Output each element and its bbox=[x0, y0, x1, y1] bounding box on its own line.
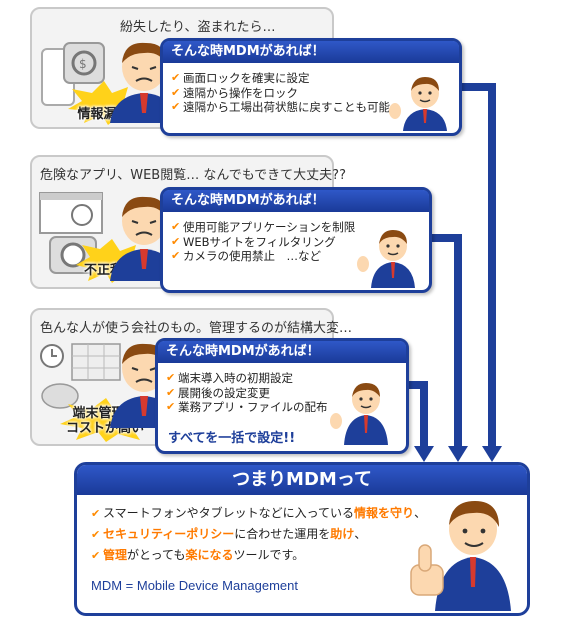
check-icon: ✔ bbox=[91, 507, 101, 520]
check-icon: ✔ bbox=[91, 528, 101, 541]
summary-panel: つまりMDMって ✔スマートフォンやタブレットなどに入っている情報を守り、 ✔セ… bbox=[74, 462, 530, 616]
check-icon: ✔ bbox=[171, 249, 181, 262]
check-icon: ✔ bbox=[171, 85, 181, 99]
time-cost-icon bbox=[40, 343, 121, 409]
summary-heading: つまりMDMって bbox=[77, 465, 527, 495]
svg-text:$: $ bbox=[79, 57, 87, 71]
solution-heading: そんな時MDMがあれば！ bbox=[163, 190, 429, 212]
problem-title: 危険なアプリ、WEB閲覧… なんでもできて大丈夫?? bbox=[40, 168, 346, 183]
list-item: ✔セキュリティーポリシーに合わせた運用を助け、 bbox=[91, 524, 426, 545]
problem-title: 色んな人が使う会社のもの。管理するのが結構大変… bbox=[40, 321, 353, 336]
list-item: ✔展開後の設定変更 bbox=[166, 385, 270, 400]
list-item: ✔業務アプリ・ファイルの配布 bbox=[166, 400, 328, 414]
list-item: ✔カメラの使用禁止 …など bbox=[171, 249, 321, 263]
check-icon: ✔ bbox=[91, 549, 101, 562]
list-item: ✔遠隔から操作をロック bbox=[171, 85, 298, 100]
summary-list: ✔スマートフォンやタブレットなどに入っている情報を守り、 ✔セキュリティーポリシ… bbox=[91, 503, 426, 566]
list-item: ✔使用可能アプリケーションを制限 bbox=[171, 220, 356, 234]
solution-heading: そんな時MDMがあれば！ bbox=[158, 341, 406, 363]
list-item: ✔WEBサイトをフィルタリング bbox=[171, 234, 336, 249]
solution-panel-2: そんな時MDMがあれば！ ✔使用可能アプリケーションを制限 ✔WEBサイトをフィ… bbox=[160, 187, 432, 293]
phone-lock-icon: $ bbox=[41, 42, 105, 106]
solution-list: ✔端末導入時の初期設定 ✔展開後の設定変更 ✔業務アプリ・ファイルの配布 bbox=[166, 371, 328, 415]
businessman-icon bbox=[357, 230, 415, 288]
list-item: ✔遠隔から工場出荷状態に戻すことも可能 bbox=[171, 100, 390, 114]
mdm-definition: MDM = Mobile Device Management bbox=[91, 578, 298, 593]
list-item: ✔端末導入時の初期設定 bbox=[166, 371, 293, 385]
solution-heading: そんな時MDMがあれば！ bbox=[163, 41, 459, 63]
check-icon: ✔ bbox=[171, 100, 181, 113]
solution-list: ✔使用可能アプリケーションを制限 ✔WEBサイトをフィルタリング ✔カメラの使用… bbox=[171, 220, 355, 264]
businessman-icon bbox=[330, 383, 388, 445]
solution-panel-3: そんな時MDMがあれば！ ✔端末導入時の初期設定 ✔展開後の設定変更 ✔業務アプ… bbox=[155, 338, 409, 454]
problem-title: 紛失したり、盗まれたら… bbox=[120, 20, 276, 35]
solution-list: ✔画面ロックを確実に設定 ✔遠隔から操作をロック ✔遠隔から工場出荷状態に戻すこ… bbox=[171, 71, 390, 115]
check-icon: ✔ bbox=[171, 71, 181, 84]
list-item: ✔管理がとっても楽になるツールです。 bbox=[91, 545, 426, 566]
thumbs-up-businessman-icon bbox=[410, 501, 511, 611]
solution-panel-1: そんな時MDMがあれば！ ✔画面ロックを確実に設定 ✔遠隔から操作をロック ✔遠… bbox=[160, 38, 462, 136]
list-item: ✔画面ロックを確実に設定 bbox=[171, 71, 310, 85]
businessman-icon bbox=[389, 77, 447, 131]
check-icon: ✔ bbox=[171, 220, 181, 233]
check-icon: ✔ bbox=[166, 400, 176, 413]
check-icon: ✔ bbox=[166, 385, 176, 399]
list-item: ✔スマートフォンやタブレットなどに入っている情報を守り、 bbox=[91, 503, 426, 524]
all-at-once-text: すべてを一括で設定!! bbox=[168, 431, 296, 446]
check-icon: ✔ bbox=[166, 371, 176, 384]
check-icon: ✔ bbox=[171, 234, 181, 248]
